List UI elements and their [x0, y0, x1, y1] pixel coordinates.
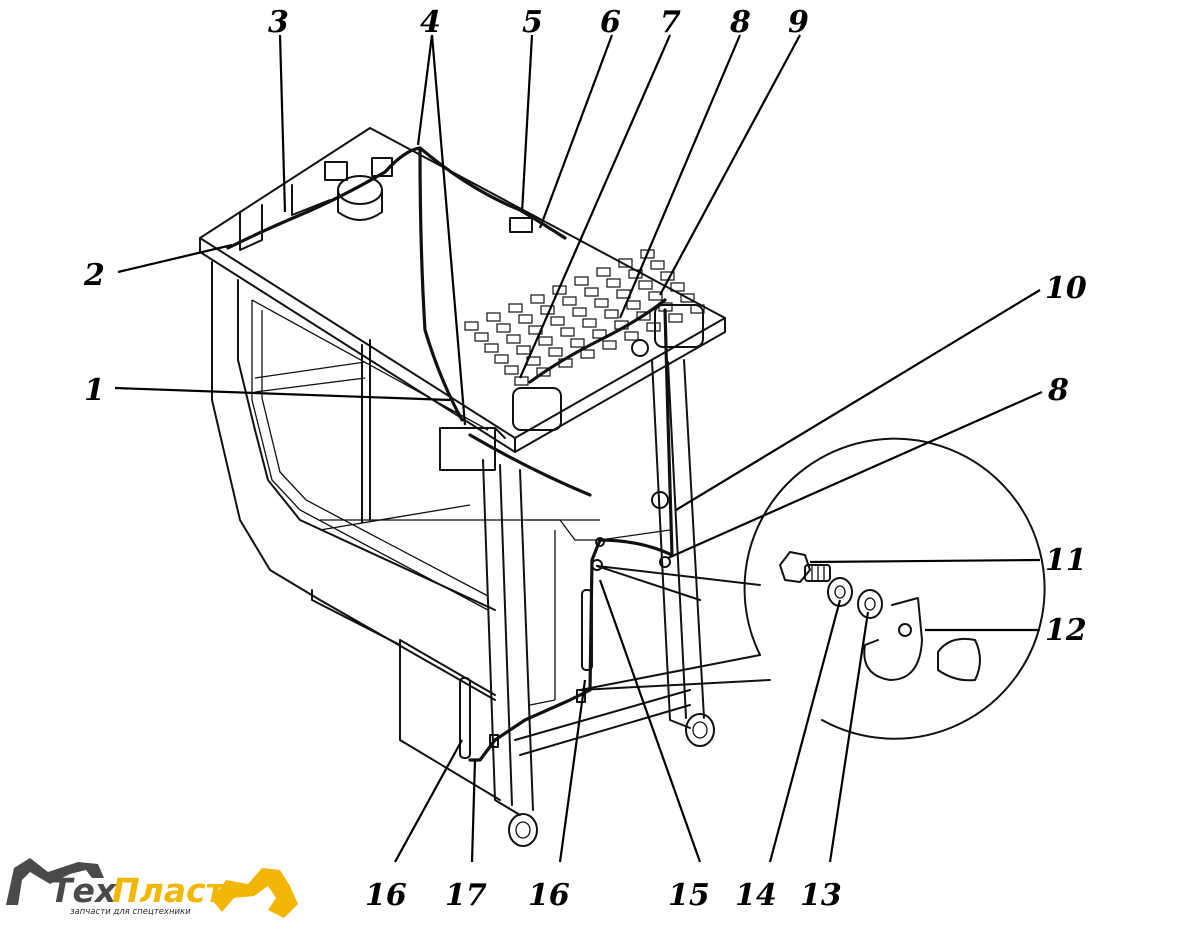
cab-roof: [199, 127, 726, 453]
callout-13: 13: [800, 878, 842, 913]
vent-slot: [646, 322, 661, 332]
vent-slot: [636, 311, 651, 321]
callout-3: 3: [268, 5, 289, 40]
vent-slot: [464, 321, 479, 331]
vent-slot: [624, 331, 639, 341]
vent-slot: [530, 294, 545, 304]
vent-slot: [670, 282, 685, 292]
callout-6: 6: [600, 5, 621, 40]
vent-slot: [550, 316, 565, 326]
wiring-harness: [418, 146, 674, 762]
vent-slot: [668, 313, 683, 323]
vent-slot: [594, 298, 609, 308]
vent-slot: [650, 260, 665, 270]
vent-slot: [496, 323, 511, 333]
vent-slot: [638, 280, 653, 290]
leader-lines: [114, 34, 1043, 863]
callout-2: 2: [83, 258, 105, 293]
callout-8-top: 8: [729, 5, 751, 40]
vent-slot: [516, 345, 531, 355]
callout-11: 11: [1045, 543, 1087, 578]
callout-16-left: 16: [365, 878, 407, 913]
vent-slot: [508, 303, 523, 313]
vent-slot: [626, 300, 641, 310]
cab-body: [211, 261, 715, 847]
detail-view-circle: [579, 437, 1046, 740]
vent-slot: [536, 367, 551, 377]
vent-slot: [628, 269, 643, 279]
logo-tagline: запчасти для спецтехники: [70, 907, 191, 917]
vent-slot: [606, 278, 621, 288]
callout-7: 7: [660, 5, 681, 40]
logo-word-part1: Тех: [50, 871, 118, 910]
vent-slot: [680, 293, 695, 303]
texplast-logo: Тех Пласт запчасти для спецтехники: [6, 858, 298, 918]
vent-slot: [486, 312, 501, 322]
vent-slot: [562, 296, 577, 306]
callout-8-right: 8: [1047, 373, 1069, 408]
vent-slot: [474, 332, 489, 342]
logo-word-part2: Пласт: [112, 871, 227, 910]
vent-slot: [582, 318, 597, 328]
vent-slot: [504, 365, 519, 375]
vent-slot: [596, 267, 611, 277]
vent-slot: [560, 327, 575, 337]
vent-slot: [648, 291, 663, 301]
vent-slot: [484, 343, 499, 353]
vent-slot: [574, 276, 589, 286]
vent-slot: [514, 376, 529, 386]
vent-slot: [538, 336, 553, 346]
vent-slot: [548, 347, 563, 357]
vent-slot: [580, 349, 595, 359]
loader-right-icon: [212, 868, 298, 918]
callout-16-right: 16: [528, 878, 570, 913]
callout-4: 4: [420, 5, 441, 40]
callout-5: 5: [522, 5, 543, 40]
excavator-left-icon: [6, 858, 104, 905]
vent-slot: [570, 338, 585, 348]
vent-slot: [518, 314, 533, 324]
callout-12: 12: [1045, 613, 1087, 648]
callout-1: 1: [84, 373, 105, 408]
callout-labels: 1 2 3 4 5 6 7 8 9 10 8 11 12 13 14 15 16…: [83, 5, 1087, 913]
vent-slot: [506, 334, 521, 344]
vent-slot: [640, 249, 655, 259]
callout-17: 17: [445, 878, 487, 913]
vent-slot: [572, 307, 587, 317]
callout-10: 10: [1045, 271, 1087, 306]
vent-slot: [602, 340, 617, 350]
vent-slot: [618, 258, 633, 268]
callout-9: 9: [788, 5, 809, 40]
callout-14: 14: [735, 878, 777, 913]
vent-slot: [604, 309, 619, 319]
vent-slot: [592, 329, 607, 339]
callout-15: 15: [668, 878, 710, 913]
vent-slot: [584, 287, 599, 297]
roof-components: [226, 146, 704, 431]
vent-slot: [494, 354, 509, 364]
